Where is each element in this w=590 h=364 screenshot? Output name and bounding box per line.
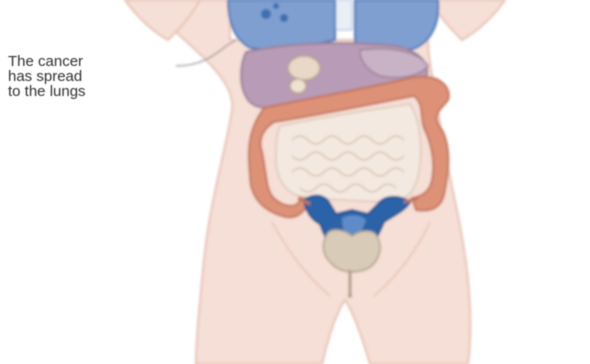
- annotation-line-3: to the lungs: [8, 84, 168, 99]
- annotation-line-1: The cancer: [8, 54, 168, 69]
- right-arm: [430, 0, 505, 40]
- annotation-line-2: has spread: [8, 69, 168, 84]
- cancer-spread-annotation: The cancer has spread to the lungs: [8, 54, 168, 99]
